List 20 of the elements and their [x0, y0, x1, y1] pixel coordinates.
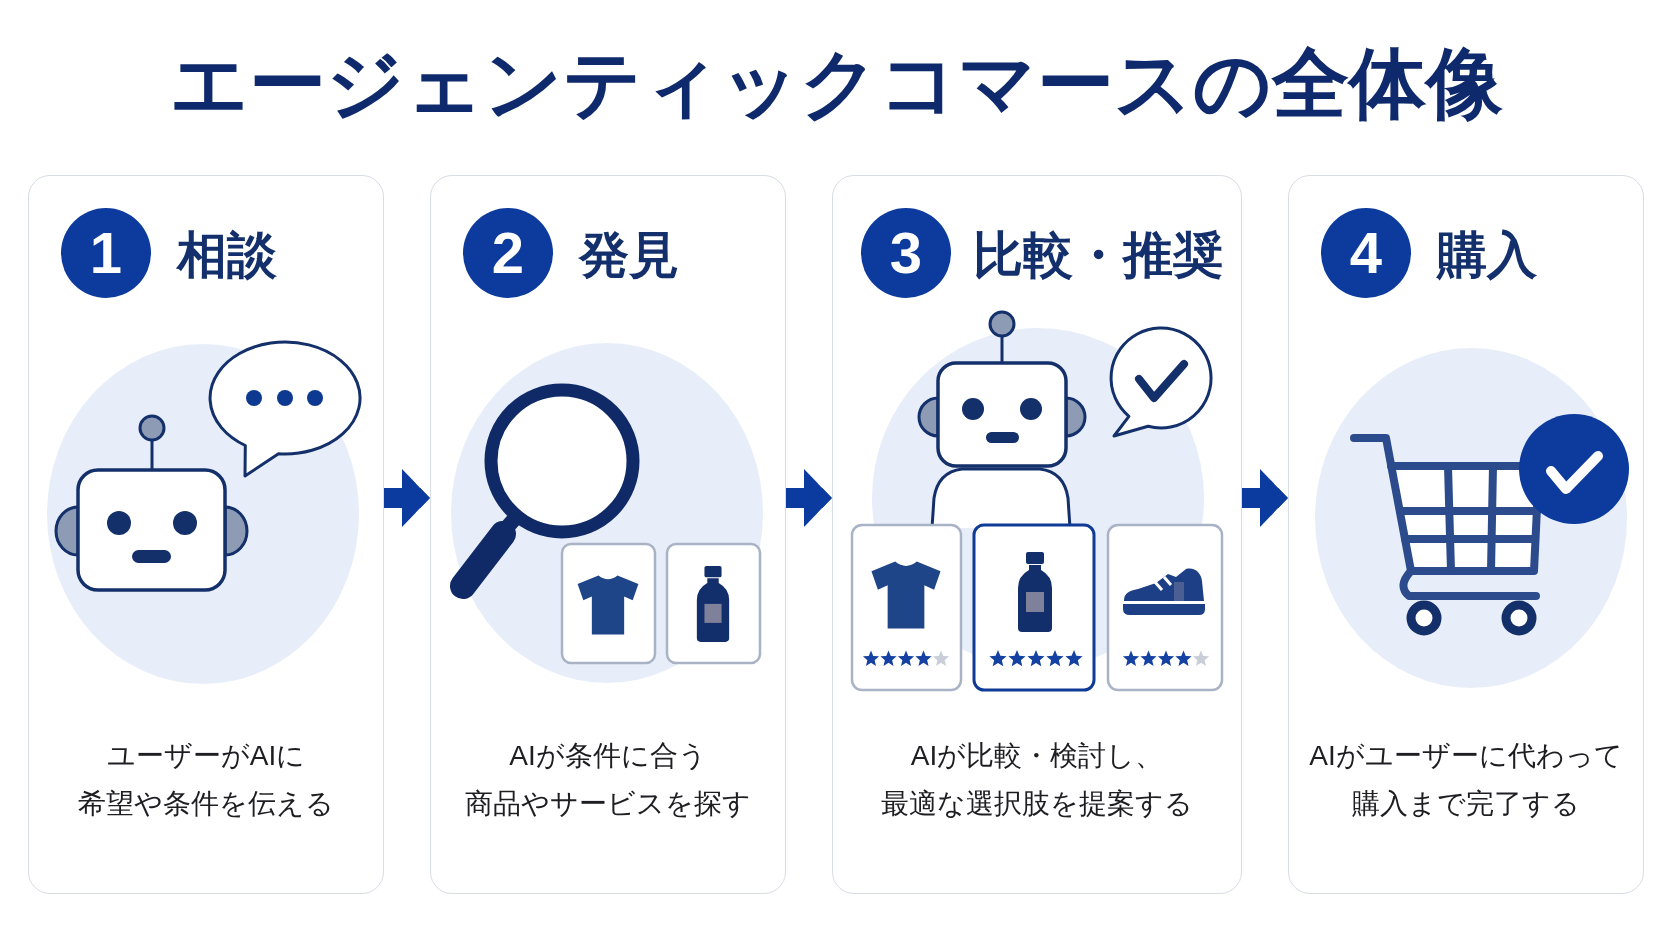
step-description: AIが比較・検討し、最適な選択肢を提案する	[881, 739, 1193, 821]
step-card	[430, 175, 786, 894]
step-number-badge: 2	[463, 208, 553, 298]
step-card	[1288, 175, 1644, 894]
flow-arrow	[384, 469, 430, 527]
step-number-badge: 1	[61, 208, 151, 298]
flow-arrow	[1242, 469, 1288, 527]
page-title: エージェンティックコマースの全体像	[169, 39, 1503, 128]
step-description: AIが条件に合う商品やサービスを探す	[465, 739, 751, 821]
flow-arrow	[786, 469, 832, 527]
step-description: ユーザーがAIに希望や条件を伝える	[78, 739, 334, 821]
step-number-badge: 3	[861, 208, 951, 298]
step-card	[28, 175, 384, 894]
step-card	[832, 175, 1242, 894]
step-heading: 相談	[177, 226, 277, 285]
step-heading: 比較・推奨	[973, 226, 1223, 285]
step-heading: 発見	[579, 226, 679, 285]
step-heading: 購入	[1437, 226, 1537, 285]
step-description: AIがユーザーに代わって購入まで完了する	[1309, 739, 1623, 821]
step-number-badge: 4	[1321, 208, 1411, 298]
